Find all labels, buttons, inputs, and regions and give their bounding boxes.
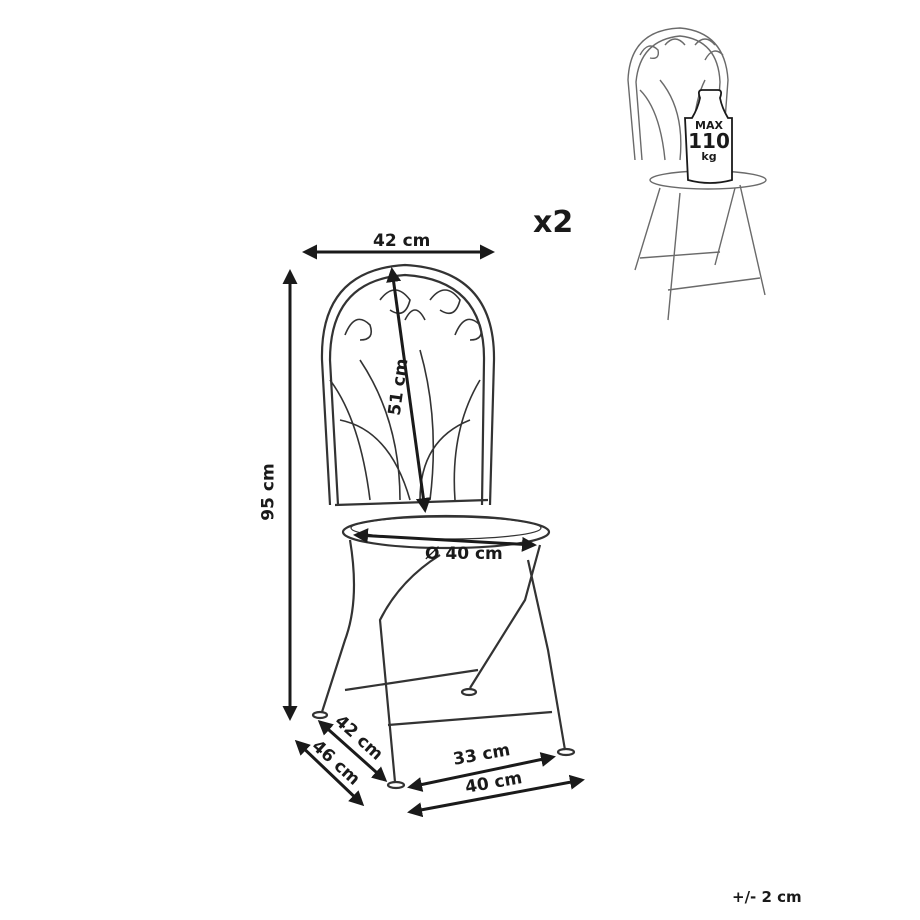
dimension-arrows: [282, 244, 585, 818]
load-badge: MAX 110 kg: [686, 120, 732, 162]
tolerance-label: +/- 2 cm: [732, 888, 802, 906]
label-seat-diameter: Ø 40 cm: [425, 544, 503, 564]
arrow-width-outer: [407, 774, 585, 818]
chair-main: [311, 263, 576, 790]
load-value: 110: [688, 129, 730, 153]
chair-thumbnail: [627, 27, 767, 321]
label-height: 95 cm: [258, 463, 279, 521]
label-width-top: 42 cm: [373, 231, 431, 251]
load-unit: kg: [701, 150, 717, 163]
quantity-label: x2: [533, 205, 574, 240]
arrow-depth-outer: [294, 739, 365, 807]
arrow-seat: [353, 528, 537, 552]
weight-icon: [684, 89, 733, 184]
arrow-backrest: [386, 267, 431, 513]
load-max: MAX: [695, 119, 723, 132]
